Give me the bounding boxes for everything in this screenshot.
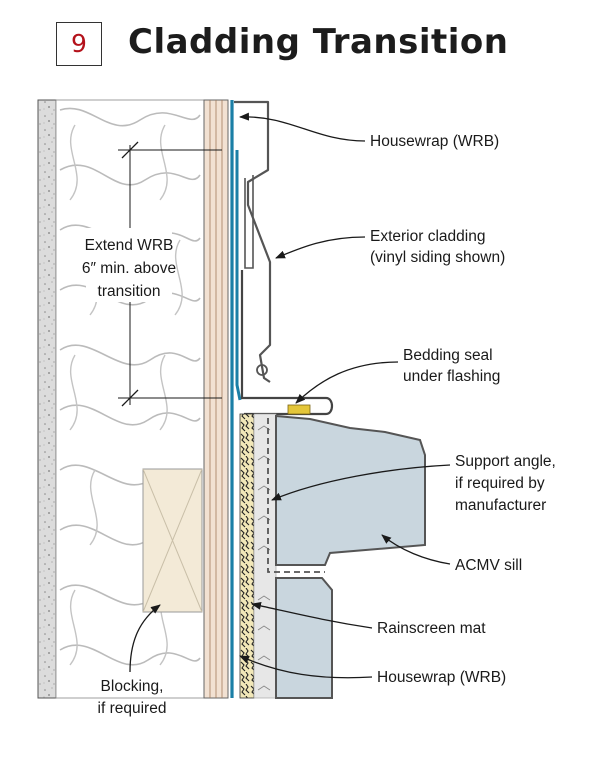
label-housewrap-top: Housewrap (WRB) <box>370 133 499 150</box>
extend-wrb-dimension <box>86 141 222 407</box>
label-six-inch-min: 6″ min. above <box>82 260 176 277</box>
detail-number-badge: 9 <box>56 22 102 66</box>
label-blocking: Blocking, <box>101 678 164 695</box>
label-if-required-by: if required by <box>455 475 545 492</box>
interior-gypsum-layer <box>37 99 57 699</box>
rainscreen-mat <box>239 413 255 699</box>
label-rainscreen-mat: Rainscreen mat <box>377 620 486 637</box>
labels: Housewrap (WRB) Exterior cladding (vinyl… <box>82 133 556 717</box>
flashing <box>240 270 334 416</box>
blocking <box>142 468 203 613</box>
housewrap-wrb <box>230 100 242 698</box>
label-exterior-cladding: Exterior cladding <box>370 228 485 245</box>
vinyl-siding <box>234 100 272 383</box>
detail-title: Cladding Transition <box>128 22 509 62</box>
label-transition: transition <box>98 283 161 300</box>
label-manufacturer: manufacturer <box>455 497 546 514</box>
label-housewrap-bottom: Housewrap (WRB) <box>377 669 506 686</box>
label-under-flashing: under flashing <box>403 368 500 385</box>
bedding-seal <box>287 404 311 415</box>
label-vinyl-siding-shown: (vinyl siding shown) <box>370 249 505 266</box>
label-if-required: if required <box>98 700 167 717</box>
callout-leaders <box>129 112 451 679</box>
label-extend-wrb: Extend WRB <box>85 237 174 254</box>
label-acmv-sill: ACMV sill <box>455 557 522 574</box>
label-bedding-seal: Bedding seal <box>403 347 493 364</box>
support-angle <box>267 418 325 573</box>
mortar-bed <box>253 413 277 699</box>
label-support-angle: Support angle, <box>455 453 556 470</box>
acmv-sill <box>275 414 426 699</box>
sheathing <box>203 99 229 699</box>
